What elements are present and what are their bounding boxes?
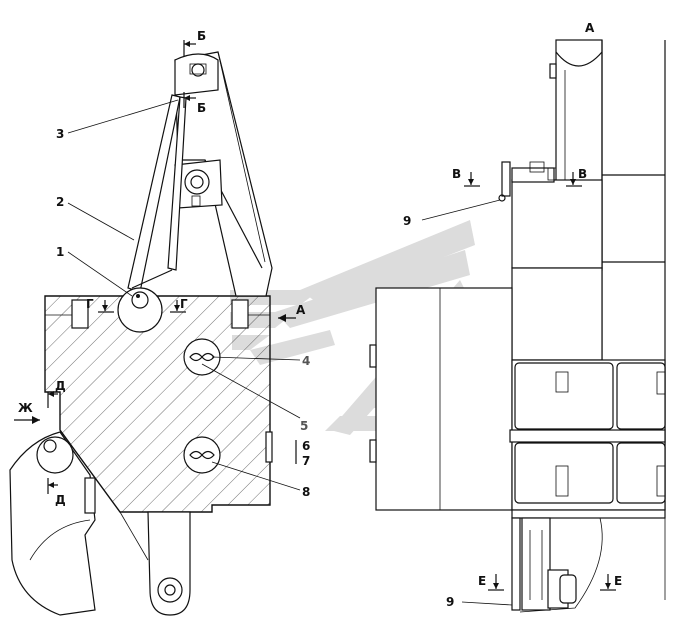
section-marks-right bbox=[464, 172, 616, 591]
section-v-left-label: В bbox=[452, 167, 461, 181]
callout-2: 2 bbox=[56, 195, 64, 209]
section-e-left-label: Е bbox=[478, 574, 486, 588]
section-d-bottom-label: Д bbox=[55, 493, 66, 507]
lower-eye bbox=[117, 287, 163, 333]
view-a-title: А bbox=[585, 21, 595, 35]
arrow-a-label: А bbox=[296, 303, 306, 317]
callout-9-top: 9 bbox=[403, 214, 411, 228]
callout-7: 7 bbox=[302, 454, 310, 468]
section-e-right-label: Е bbox=[614, 574, 622, 588]
left-view bbox=[9, 51, 273, 616]
section-marks-left bbox=[14, 40, 297, 494]
leader-lines bbox=[67, 99, 513, 606]
labels: А Б Б В В Г Г А Д Д Ж Е Е 1 2 3 4 5 6 7 … bbox=[18, 21, 622, 609]
top-lug bbox=[174, 53, 219, 96]
callout-5: 5 bbox=[300, 419, 308, 433]
right-view bbox=[369, 39, 666, 613]
section-b-top-label: Б bbox=[197, 29, 206, 43]
section-g-left-label: Г bbox=[86, 297, 94, 311]
section-d-top-label: Д bbox=[55, 379, 66, 393]
callout-6: 6 bbox=[302, 439, 310, 453]
callout-1: 1 bbox=[56, 245, 64, 259]
section-g-right-label: Г bbox=[180, 297, 188, 311]
callout-4: 4 bbox=[302, 354, 310, 368]
callout-9-bottom: 9 bbox=[446, 595, 454, 609]
section-v-right-label: В bbox=[578, 167, 587, 181]
callout-8: 8 bbox=[302, 485, 310, 499]
section-b-bottom-label: Б bbox=[197, 101, 206, 115]
callout-3: 3 bbox=[56, 127, 64, 141]
lower-jaw bbox=[9, 431, 96, 616]
arrow-zh-label: Ж bbox=[18, 401, 33, 415]
